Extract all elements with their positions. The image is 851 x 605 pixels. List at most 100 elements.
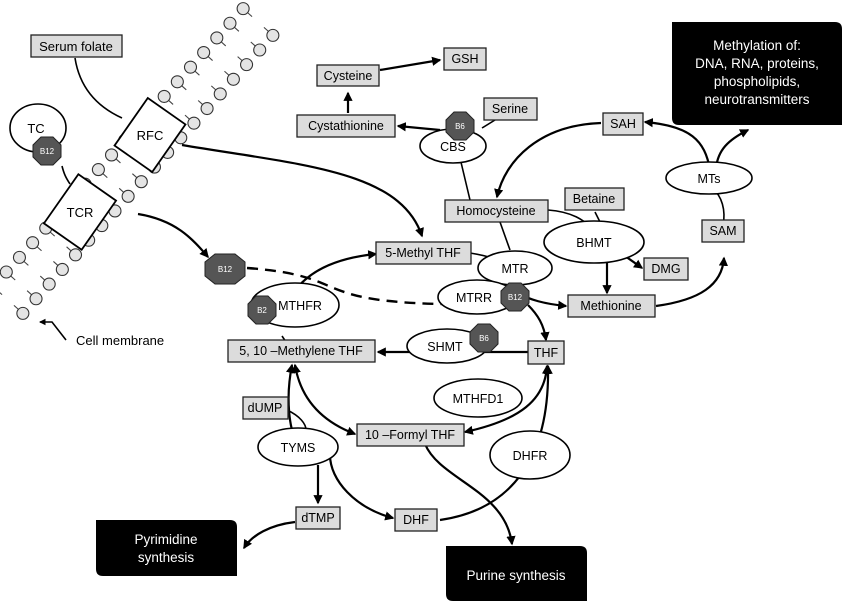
serum-folate-to-rfc-line (74, 57, 123, 119)
homocysteine-to-cbs-line (459, 157, 471, 201)
svg-text:synthesis: synthesis (138, 550, 195, 565)
lipid-tail (0, 292, 3, 296)
formyl-to-purine-arrow (423, 443, 516, 546)
svg-text:MTHFR: MTHFR (278, 299, 322, 313)
lipid-head (68, 248, 83, 262)
node-sam: SAM (701, 219, 745, 243)
lipid-head (157, 89, 171, 103)
lipid-head (55, 262, 69, 277)
enzyme-bhmt: BHMT (543, 220, 645, 264)
svg-text:B12: B12 (218, 265, 233, 274)
node-dhf: DHF (394, 508, 438, 532)
lipid-head (266, 28, 280, 42)
lipid-head (16, 306, 30, 320)
svg-text:SHMT: SHMT (427, 340, 463, 354)
cofactor-b12-free: B12 (204, 253, 246, 285)
cofactor-b6-cbs: B6 (445, 111, 475, 141)
lipid-head (12, 250, 26, 264)
methylene-formyl-arrow (291, 363, 357, 436)
svg-text:DHF: DHF (403, 513, 429, 527)
svg-text:MTHFD1: MTHFD1 (453, 392, 504, 406)
homocysteine-to-mtr-line (499, 221, 511, 251)
svg-text:Serine: Serine (492, 102, 528, 116)
node-dump: dUMP (242, 396, 289, 420)
cofactor-b12-tc: B12 (32, 136, 62, 166)
enzyme-dhfr: DHFR (489, 430, 571, 480)
svg-text:Cysteine: Cysteine (324, 69, 373, 83)
node-methionine: Methionine (567, 294, 656, 318)
svg-text:THF: THF (534, 346, 559, 360)
svg-text:Cystathionine: Cystathionine (308, 119, 384, 133)
svg-text:Betaine: Betaine (573, 192, 615, 206)
tc-to-tcr-line (61, 165, 71, 185)
svg-text:Methionine: Methionine (580, 299, 641, 313)
node-dtmp: dTMP (295, 506, 341, 530)
svg-text:B2: B2 (257, 306, 267, 315)
svg-text:MTR: MTR (501, 262, 528, 276)
lipid-head (29, 292, 43, 306)
tcr-transporter: TCR (42, 172, 118, 252)
lipid-head (253, 43, 267, 57)
node-serum-folate: Serum folate (30, 34, 123, 58)
svg-text:BHMT: BHMT (576, 236, 612, 250)
lipid-head (200, 101, 214, 116)
cofactor-b6-shmt: B6 (469, 323, 499, 353)
svg-text:TC: TC (27, 121, 44, 136)
svg-text:Methylation of:: Methylation of: (713, 38, 801, 53)
rfc-to-methyl-thf-arrow (181, 143, 424, 238)
cbs-to-cystathionine-arrow (396, 122, 441, 132)
node-cystathionine: Cystathionine (296, 114, 396, 138)
cell-membrane-label: Cell membrane (76, 333, 164, 348)
tcr-label: TCR (67, 205, 94, 220)
svg-text:B12: B12 (508, 293, 523, 302)
svg-text:Serum folate: Serum folate (39, 39, 113, 54)
node-dmg: DMG (643, 257, 689, 281)
node-formyl-thf: 10 –Formyl THF (356, 423, 465, 447)
lipid-head (226, 72, 240, 86)
lipid-head (240, 58, 254, 72)
node-serine: Serine (483, 97, 538, 121)
svg-text:DMG: DMG (651, 262, 680, 276)
formyl-thf-arrow (463, 364, 552, 435)
svg-text:Pyrimidine: Pyrimidine (134, 532, 197, 547)
mtr-to-thf-arrow (527, 304, 550, 342)
output-pyrimidine: Pyrimidine synthesis (96, 520, 237, 576)
node-gsh: GSH (443, 47, 487, 71)
rfc-label: RFC (137, 128, 164, 143)
cysteine-to-gsh-arrow (379, 56, 442, 72)
svg-text:SAH: SAH (610, 117, 636, 131)
svg-text:B6: B6 (479, 334, 489, 343)
sah-to-homocysteine-arrow (494, 121, 602, 199)
node-cysteine: Cysteine (316, 64, 380, 87)
enzyme-mtr: MTR (477, 250, 553, 286)
enzyme-cbs: CBS (419, 128, 487, 164)
svg-text:phospholipids,: phospholipids, (714, 74, 800, 89)
node-methylene-thf: 5, 10 –Methylene THF (227, 339, 376, 363)
lipid-head (210, 31, 224, 45)
svg-text:B6: B6 (455, 122, 465, 131)
lipid-head (187, 116, 201, 130)
svg-text:DHFR: DHFR (513, 449, 548, 463)
lipid-head (213, 87, 227, 101)
lipid-head (42, 277, 56, 291)
rfc-transporter: RFC (113, 96, 187, 174)
lipid-head (121, 189, 135, 203)
svg-text:dTMP: dTMP (301, 511, 334, 525)
lipid-head (236, 2, 250, 16)
enzyme-tyms: TYMS (257, 427, 339, 467)
svg-text:MTRR: MTRR (456, 291, 492, 305)
enzyme-shmt: SHMT (406, 328, 488, 364)
svg-text:SAM: SAM (709, 224, 736, 238)
lipid-head (26, 236, 40, 250)
node-homocysteine: Homocysteine (444, 199, 549, 223)
cell-membrane-pointer (38, 318, 67, 341)
node-thf: THF (527, 340, 565, 365)
svg-text:5, 10 –Methylene THF: 5, 10 –Methylene THF (239, 344, 363, 358)
output-purine: Purine synthesis (446, 546, 587, 601)
lipid-head (197, 45, 211, 60)
lipid-head (183, 60, 198, 74)
dtmp-to-pyrimidine-arrow (243, 520, 296, 550)
svg-text:MTs: MTs (698, 172, 721, 186)
methionine-to-sam-arrow (655, 256, 729, 308)
svg-text:B12: B12 (40, 147, 55, 156)
